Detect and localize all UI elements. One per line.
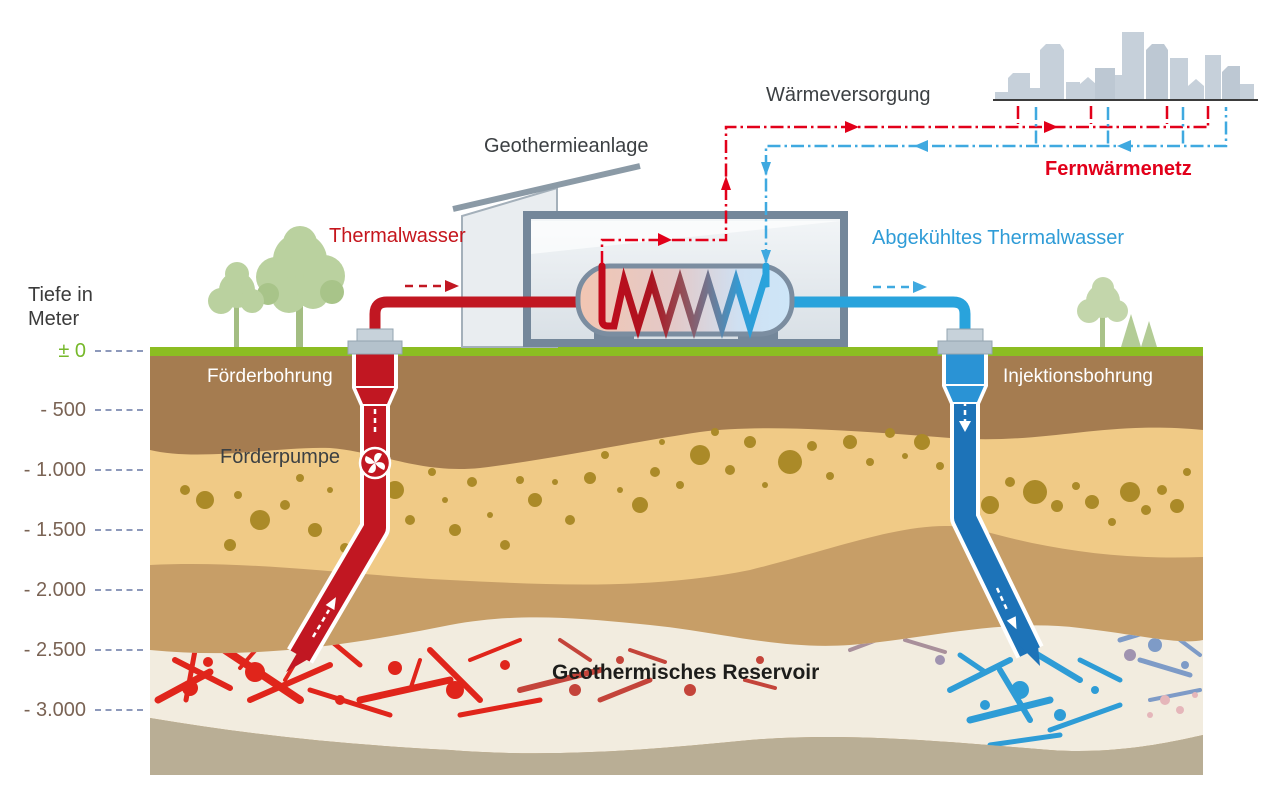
tree-left-small	[208, 262, 264, 347]
tree-left-large	[256, 226, 345, 347]
depth-tick-3000: - 3.000	[23, 699, 86, 721]
hot-water-label: Thermalwasser	[329, 225, 466, 247]
depth-scale-ticks	[95, 350, 145, 711]
hot-water-pipe	[369, 296, 586, 340]
injection-well-tip	[1020, 646, 1040, 666]
reservoir-fracture-dots-warm	[569, 656, 764, 696]
pump-label: Förderpumpe	[220, 446, 341, 468]
production-wellhead	[347, 328, 403, 406]
district-heating-return-line	[764, 107, 1228, 262]
hot-flow-arrow	[405, 280, 459, 292]
depth-tick-500: - 500	[40, 399, 86, 421]
depth-axis-title-line1: Tiefe in	[28, 284, 93, 306]
building-roof-beam	[452, 163, 641, 212]
conifer-trees	[1121, 314, 1157, 347]
tree-right	[1077, 277, 1128, 347]
depth-axis-title-line2: Meter	[28, 308, 80, 330]
district-heating-supply-line	[600, 106, 1210, 264]
production-well-label: Förderbohrung	[207, 366, 333, 387]
pump-icon	[358, 446, 392, 480]
reservoir-fracture-dots-cold	[980, 638, 1198, 721]
cold-water-pipe	[788, 296, 971, 340]
return-line-arrows	[761, 140, 1131, 264]
layer-bedrock	[150, 718, 1203, 775]
cooled-water-label: Abgekühltes Thermalwasser	[872, 227, 1124, 249]
supply-line-arrows	[658, 121, 1058, 246]
sand-sediment-dots	[180, 428, 1191, 553]
injection-wellhead	[937, 328, 993, 404]
production-well	[286, 352, 392, 672]
grass-strip	[150, 347, 1203, 356]
injection-well-label: Injektionsbohrung	[1003, 366, 1153, 387]
depth-tick-1000: - 1.000	[23, 459, 86, 481]
heat-exchanger-coil	[598, 262, 770, 340]
production-well-tip	[286, 648, 310, 672]
reservoir-label: Geothermisches Reservoir	[552, 661, 820, 684]
cold-flow-arrow	[873, 281, 927, 293]
reservoir-fracture-dots-hot	[182, 657, 510, 705]
depth-tick-1500: - 1.500	[23, 519, 86, 541]
depth-tick-2500: - 2.500	[23, 639, 86, 661]
district-heating-label: Fernwärmenetz	[1045, 158, 1192, 180]
depth-tick-2000: - 2.000	[23, 579, 86, 601]
layer-topsoil	[150, 356, 1203, 470]
heat-exchanger	[575, 262, 795, 346]
heat-supply-label: Wärmeversorgung	[766, 84, 931, 106]
depth-tick-0: ± 0	[58, 340, 86, 362]
underground-cross-section	[150, 347, 1203, 775]
plant-label: Geothermieanlage	[484, 135, 649, 157]
city-skyline	[993, 32, 1258, 101]
